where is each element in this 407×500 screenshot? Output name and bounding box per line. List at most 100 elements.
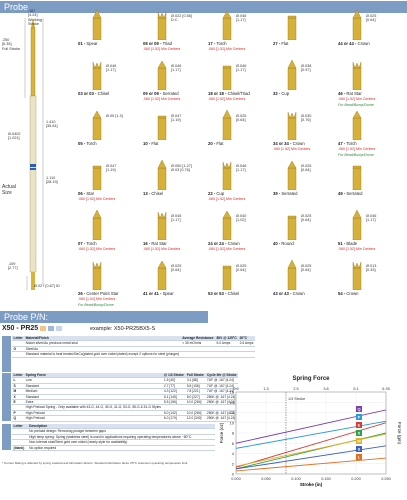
x-top-tick-label: 5.1 (353, 387, 358, 391)
tip-label: 17 - Torch.060 [1.52] Min Centers (208, 41, 270, 52)
option-row: (blank)No option required (12, 445, 215, 452)
tip-drawing (222, 65, 232, 90)
tip-number: 06 - (78, 191, 87, 196)
options-header-row: Letter Description (12, 424, 215, 430)
tip-name: Cup (281, 91, 290, 96)
tip-dimension: Ø.050 [1.27] Ø.03 [0.76] (171, 164, 192, 173)
tip-number: 40 - (273, 241, 282, 246)
tip-cell: Ø.025 [0.64]44 or 44 - Crown (338, 10, 403, 60)
tip-dimension: Ø.025 [0.64] (301, 264, 312, 273)
options-table: Letter Description No preload design: Re… (12, 424, 215, 452)
spring-side-label (2, 373, 11, 421)
tip-name: Spear (86, 41, 98, 46)
spring-row-cell: L (12, 377, 25, 384)
tip-dimension: Ø.046 [1.17] (171, 64, 182, 73)
y-tick-label: 0 (232, 472, 235, 477)
spring-row-cell: Q (12, 415, 25, 422)
footnote: * Current Rating is affected by spring m… (2, 461, 189, 465)
y-tick-label: 16 (230, 390, 235, 395)
tip-drawing (287, 15, 297, 40)
tip-cell: Ø.045 [1.17]16 - Rat Star.060 [1.52] Min… (143, 210, 208, 260)
tip-drawing (92, 261, 102, 290)
tip-drawing (287, 215, 297, 240)
tip-label: 24 or 24 - Crown.060 [1.52] Min Centers (208, 241, 270, 252)
x-top-tick-label: 6.35 (382, 387, 389, 391)
spring-row: High Preload Spring - Only available wit… (12, 404, 239, 411)
tip-center-note: .060 [1.52] Min Centers (208, 247, 246, 251)
x-tick-label: 0.000 (231, 477, 241, 481)
spring-row-cell (205, 404, 239, 411)
material-row-cell: Steel/Au (24, 346, 181, 353)
option-row-cell: High temp spring: Spring (stainless stee… (27, 434, 215, 441)
x-tick-label: 0.050 (261, 477, 271, 481)
tip-drawing (287, 111, 297, 140)
tip-label: 01 - Spear (78, 41, 140, 46)
option-row-cell (12, 434, 28, 441)
legend-swatch (356, 438, 362, 444)
tip-label: 03 or 03 - Chisel (78, 91, 140, 96)
tip-dimension: Ø.046 [1.17] (106, 64, 117, 73)
tip-cell: 01 - Spear (78, 10, 143, 60)
spring-row-cell: 12.0 [340] (185, 415, 206, 422)
legend-swatch (356, 422, 362, 428)
tip-center-note: .060 [1.52] Min Centers (78, 247, 116, 251)
tip-dimension: Ø.05 [1.3] (106, 114, 123, 118)
option-row-cell (12, 428, 28, 435)
tip-label: 13 - Chisel (143, 191, 205, 196)
tip-cell: Ø.013 [0.33]54 - Crown (338, 260, 403, 310)
tip-cell: Ø.046 [1.17]22 - Cup.060 [1.52] Min Cent… (208, 160, 273, 210)
option-row: No preload design: Removing plunger betw… (12, 428, 215, 435)
tip-drawing (287, 260, 297, 290)
tip-number: 10 - (143, 141, 152, 146)
tip-number: 53 or 53 - (208, 291, 228, 296)
tip-center-note: .060 [1.52] Min Centers (338, 247, 376, 251)
material-row-cell (238, 351, 255, 358)
tip-dimension: Ø.046 [1.17] (236, 14, 247, 23)
tip-number: 01 - (78, 41, 87, 46)
tip-dimension: Ø.025 [0.64] (236, 264, 247, 273)
tip-label: 51 - Blade.060 [1.52] Min Centers (338, 241, 400, 252)
tip-number: 18 or 18 - (208, 91, 228, 96)
x-top-tick-label: 0.0 (233, 387, 238, 391)
y-tick-label: 8 (232, 431, 235, 436)
tip-dimension: Ø.025 [0.64] (236, 114, 247, 123)
y-tick-label: 12 (230, 410, 235, 415)
tip-center-note: .060 [1.52] Min Centers (208, 97, 246, 101)
tip-dimension: Ø.038 [0.97] (301, 64, 312, 73)
material-row-cell (180, 346, 215, 353)
spring-row-cell: Standard (24, 394, 163, 401)
tip-label: 40 - Round (273, 241, 335, 246)
legend-swatch (356, 430, 362, 436)
tip-cell: Ø.047 [1.19]10 - Flat (143, 110, 208, 160)
tip-cell: 49 - Serrated (338, 160, 403, 210)
tip-drawing (92, 165, 102, 190)
spring-row-cell (185, 404, 206, 411)
third-stroke-annotation: 1/3 Stroke (288, 397, 305, 401)
tip-number: 43 or 43 - (273, 291, 293, 296)
tip-drawing (157, 211, 167, 240)
pn-title: Probe P/N: (4, 312, 49, 322)
spring-row-cell (12, 404, 25, 411)
tip-number: 20 - (208, 141, 217, 146)
tip-number: 08 or 09 - (143, 41, 163, 46)
tip-drawing (352, 261, 362, 290)
tip-drawing (92, 10, 102, 40)
spring-row-cell: Low (24, 377, 163, 384)
tip-cell: Ø.022 [0.56] D.C.08 or 09 - Triad.060 [1… (143, 10, 208, 60)
probe-section-header: Probe (0, 1, 407, 13)
tip-dimension: Ø.046 [1.17] (236, 164, 247, 173)
tip-name: Torch (346, 141, 357, 146)
spring-row-cell: High Preload (24, 415, 163, 422)
legend-label: Q (357, 407, 360, 412)
tip-center-note: .060 [1.52] Min Centers (143, 47, 181, 51)
tip-name: Crown (346, 291, 359, 296)
tip-drawing (157, 60, 167, 90)
tip-cell: 27 - Flat (273, 10, 338, 60)
spring-row-cell: High Preload Spring - Only available wit… (24, 404, 163, 411)
spring-table-block: Letter Spring Force @ 1/3 Stroke Full St… (2, 373, 239, 422)
spring-row-cell: P (12, 410, 25, 417)
tip-cell: 26 - Center Point Star.060 [1.52] Min Ce… (78, 260, 143, 310)
x-tick-label: 0.200 (351, 477, 361, 481)
